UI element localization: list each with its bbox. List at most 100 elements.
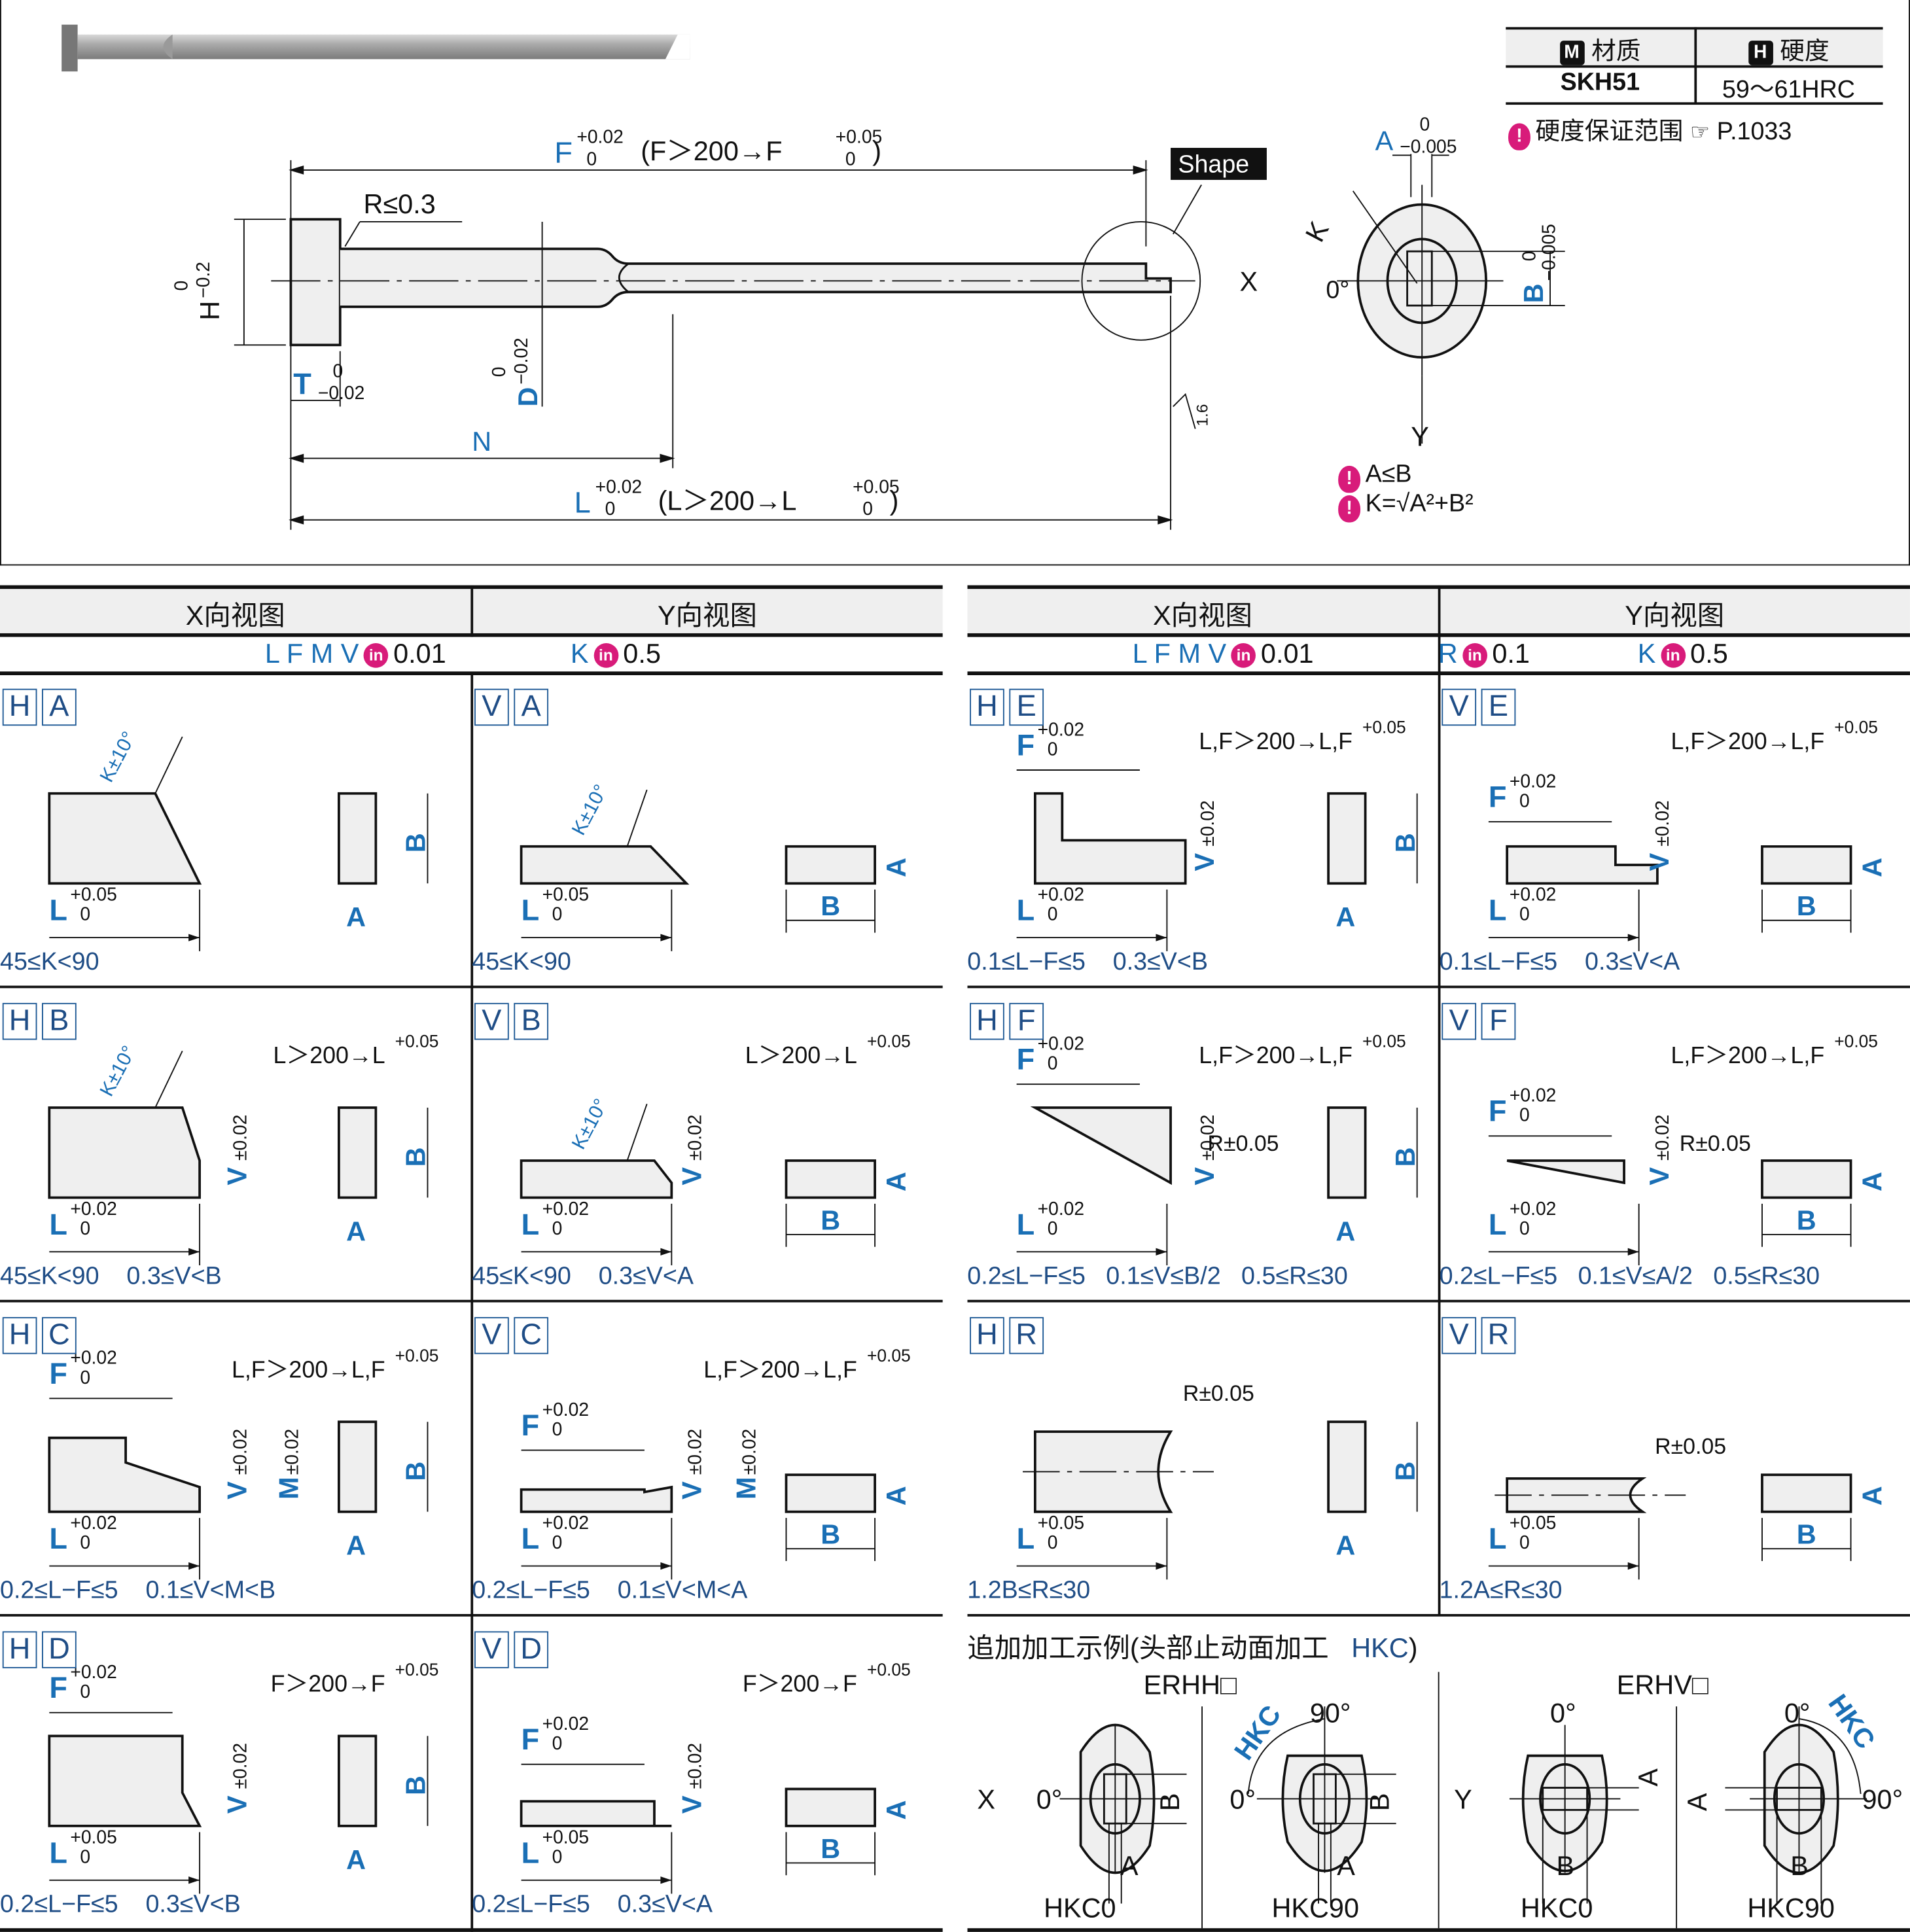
V-tolerance: ±0.02 (684, 1115, 705, 1161)
dimension-label: 0 (1519, 790, 1530, 811)
profile-shape (1506, 845, 1659, 885)
drawing-line (626, 789, 648, 847)
arrow-icon (188, 1562, 200, 1570)
B-label: B (1390, 833, 1421, 852)
dimension-label: 0 (1048, 1532, 1058, 1553)
page-reference-link[interactable]: P.1033 (1716, 118, 1792, 146)
dimension-label: +0.02 (542, 1713, 589, 1734)
F-label: F (554, 136, 573, 169)
increment-in-icon: in (1660, 643, 1686, 668)
increment-in-icon: in (363, 643, 389, 668)
V-label: V (677, 1481, 707, 1500)
svg-text:HKC: HKC (1822, 1689, 1881, 1754)
svg-text:N: N (472, 426, 491, 457)
B-label: B (400, 1776, 431, 1795)
arrow-icon (1156, 1248, 1167, 1256)
dimension-label: +0.02 (1038, 884, 1084, 905)
R-tolerance-label: R±0.05 (1655, 1434, 1726, 1459)
A-label: A (881, 1486, 911, 1505)
svg-text:0: 0 (586, 148, 597, 169)
A-label: A (881, 858, 911, 877)
svg-text:A: A (1633, 1768, 1663, 1787)
A-label: A (881, 1800, 911, 1820)
shape-tag (1171, 147, 1267, 180)
profile-shape (1030, 1106, 1172, 1186)
drawing-line (154, 736, 183, 794)
left-header-y-view: Y向视图 (657, 600, 757, 631)
drawing-line (626, 1104, 648, 1161)
shape-code-letter: B (42, 1002, 77, 1040)
R-tolerance-label: R±0.05 (1680, 1131, 1751, 1156)
dimension-label: +0.02 (70, 1512, 116, 1533)
svg-text:+0.02: +0.02 (595, 476, 642, 497)
end-view-shape (1761, 1473, 1852, 1513)
V-label: V (677, 1167, 707, 1186)
hkc-variant: HKC0 (1044, 1892, 1116, 1923)
B-label: B (400, 1462, 431, 1481)
increment-in-icon: in (1231, 643, 1256, 668)
svg-text:0°: 0° (1326, 276, 1349, 304)
end-view-shape (337, 1106, 378, 1199)
shape-condition: 0.2≤L−F≤5 0.3≤V<A (472, 1891, 713, 1919)
svg-text:A: A (1375, 126, 1394, 156)
svg-text:A: A (1337, 1850, 1355, 1881)
dimension-label: +0.02 (70, 1661, 116, 1682)
dimension-label: 0 (1048, 738, 1058, 759)
hkc-section-title: 追加加工示例(头部止动面加工 HKC) (967, 1632, 1418, 1664)
svg-text:−0.005: −0.005 (1400, 136, 1457, 157)
shape-code-letter: E (1481, 688, 1516, 726)
K-angle-label: K±10° (568, 781, 612, 839)
V-label: V (222, 1481, 253, 1500)
L-label: L (522, 1836, 540, 1869)
shape-code-letter: V (474, 688, 509, 726)
profile-shape (1506, 1159, 1625, 1185)
hkc-diagrams: X 0° 0° 90° Y 0° 0° 90° A A B B B B A A … (977, 1689, 1903, 1904)
dimension-label: +0.02 (1510, 884, 1556, 905)
arrow-icon (660, 1876, 672, 1884)
oversize-tolerance-note: L,F＞200→L,F+0.05 (1199, 716, 1406, 756)
B-label: B (400, 833, 431, 852)
F-label: F (1489, 780, 1507, 813)
B-label: B (821, 1204, 840, 1235)
dimension-label: +0.05 (70, 884, 116, 905)
R-tolerance-label: R±0.05 (1183, 1381, 1254, 1406)
dimension-label: 0 (552, 1846, 563, 1867)
svg-text:+0.05: +0.05 (836, 126, 882, 147)
profile-shape (1034, 792, 1187, 885)
shape-code-letter: A (42, 688, 77, 726)
svg-text:−0.005: −0.005 (1538, 224, 1559, 281)
F-label: F (1017, 728, 1035, 762)
L-label: L (49, 1208, 67, 1241)
end-view-shape (1761, 845, 1852, 885)
V-label: V (1189, 1167, 1220, 1186)
svg-text:D: D (512, 387, 543, 407)
increment-in-icon: in (1462, 643, 1487, 668)
F-label: F (1489, 1095, 1507, 1128)
svg-text:Y: Y (1454, 1784, 1472, 1815)
